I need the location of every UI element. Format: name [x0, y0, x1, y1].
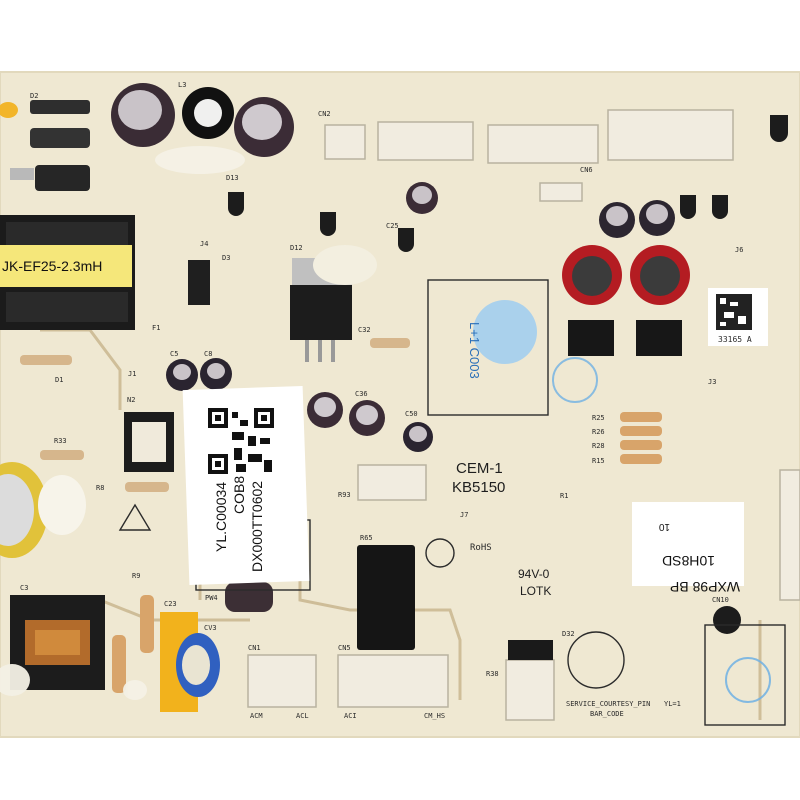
- lbl-r26: R26: [592, 428, 605, 436]
- qr-sticker: DX000TT0602 COB8 YL.C00034: [182, 385, 310, 586]
- lbl-c32: C32: [358, 326, 371, 334]
- lbl-c23: C23: [164, 600, 177, 608]
- model-line1: CEM-1: [456, 460, 503, 477]
- lbl-cn10: CN10: [712, 596, 729, 604]
- lbl-d1: D1: [55, 376, 63, 384]
- diodes-top-left: [0, 100, 90, 191]
- red-capacitors: [562, 245, 690, 356]
- blue-stamps: L+1 C003: [467, 300, 771, 703]
- lbl-c8: C8: [204, 350, 212, 358]
- lbl-j6: J6: [735, 246, 743, 254]
- lbl-cm-hs: CM_HS: [424, 712, 445, 720]
- lbl-r28: R28: [592, 442, 605, 450]
- model-line2: KB5150: [452, 479, 505, 496]
- lbl-r93: R93: [338, 491, 351, 499]
- lbl-r25: R25: [592, 414, 605, 422]
- connectors: [247, 109, 800, 721]
- lbl-pw4: PW4: [205, 594, 218, 602]
- lbl-c36: C36: [355, 390, 368, 398]
- white-sticker-line3: 10: [658, 521, 670, 532]
- date-mark: 94V-0: [518, 567, 550, 581]
- white-sticker-line1: WXP98 BP: [670, 579, 740, 595]
- qr-sticker-line2: COB8: [231, 476, 247, 514]
- maker-mark: LOTK: [520, 584, 551, 598]
- ics: [124, 260, 553, 660]
- lbl-d3: D3: [222, 254, 230, 262]
- lbl-j1: J1: [128, 370, 136, 378]
- lbl-l3: L3: [178, 81, 186, 89]
- bar-code-label: BAR_CODE: [590, 710, 624, 718]
- lbl-r65: R65: [360, 534, 373, 542]
- transformer-label: JK-EF25-2.3mH: [2, 258, 102, 274]
- relay: [357, 545, 415, 650]
- lbl-c5: C5: [170, 350, 178, 358]
- x2-capacitor: [160, 612, 220, 712]
- transistors: [228, 115, 788, 634]
- lbl-c3: C3: [20, 584, 28, 592]
- glue-blobs: [0, 146, 245, 700]
- lbl-j7: J7: [460, 511, 468, 519]
- capacitors-top: [111, 83, 675, 452]
- lbl-d12: D12: [290, 244, 303, 252]
- lbl-r33: R33: [54, 437, 67, 445]
- lbl-aci: ACI: [344, 712, 357, 720]
- yl-mark: YL=1: [664, 700, 681, 708]
- board-markings: CEM-1 KB5150 RoHS 94V-0 LOTK SERVICE_COU…: [452, 460, 681, 718]
- designators: CN2 CN1 CN5 CN6 ACM ACL ACI CM_HS R93 R6…: [20, 81, 743, 720]
- rohs-mark: RoHS: [470, 543, 492, 553]
- lbl-c25: C25: [386, 222, 399, 230]
- blue-stamp-text: L+1 C003: [467, 322, 482, 379]
- lbl-cn1: CN1: [248, 644, 261, 652]
- datamatrix-caption: 33165 A: [718, 335, 752, 344]
- lbl-n2: N2: [127, 396, 135, 404]
- resistors: [20, 338, 662, 693]
- lbl-acm: ACM: [250, 712, 263, 720]
- lbl-r15: R15: [592, 457, 605, 465]
- qr-sticker-line3: YL.C00034: [213, 482, 229, 552]
- lbl-d32: D32: [562, 630, 575, 638]
- lbl-cv3: CV3: [204, 624, 217, 632]
- lbl-j4: J4: [200, 240, 208, 248]
- qr-sticker-line1: DX000TT0602: [249, 481, 265, 572]
- lbl-r1: R1: [560, 492, 568, 500]
- lbl-r38: R38: [486, 670, 499, 678]
- transformer: JK-EF25-2.3mH: [0, 215, 135, 330]
- lbl-cn6: CN6: [580, 166, 593, 174]
- white-sticker-line2: 10H8SD: [662, 553, 715, 569]
- lbl-cn2: CN2: [318, 110, 331, 118]
- lbl-c50: C50: [405, 410, 418, 418]
- lbl-acl: ACL: [296, 712, 309, 720]
- service-pin-label: SERVICE_COURTESY_PIN: [566, 700, 650, 708]
- lbl-r8: R8: [96, 484, 104, 492]
- lbl-j3: J3: [708, 378, 716, 386]
- lbl-d13: D13: [226, 174, 239, 182]
- lbl-f1: F1: [152, 324, 160, 332]
- regulator: [290, 245, 377, 362]
- lbl-cn5: CN5: [338, 644, 351, 652]
- lbl-r9: R9: [132, 572, 140, 580]
- cap-yellow-left: [0, 462, 86, 558]
- lbl-d2: D2: [30, 92, 38, 100]
- white-sticker: WXP98 BP 10H8SD 10: [632, 502, 744, 595]
- datamatrix-sticker: 33165 A: [708, 288, 768, 346]
